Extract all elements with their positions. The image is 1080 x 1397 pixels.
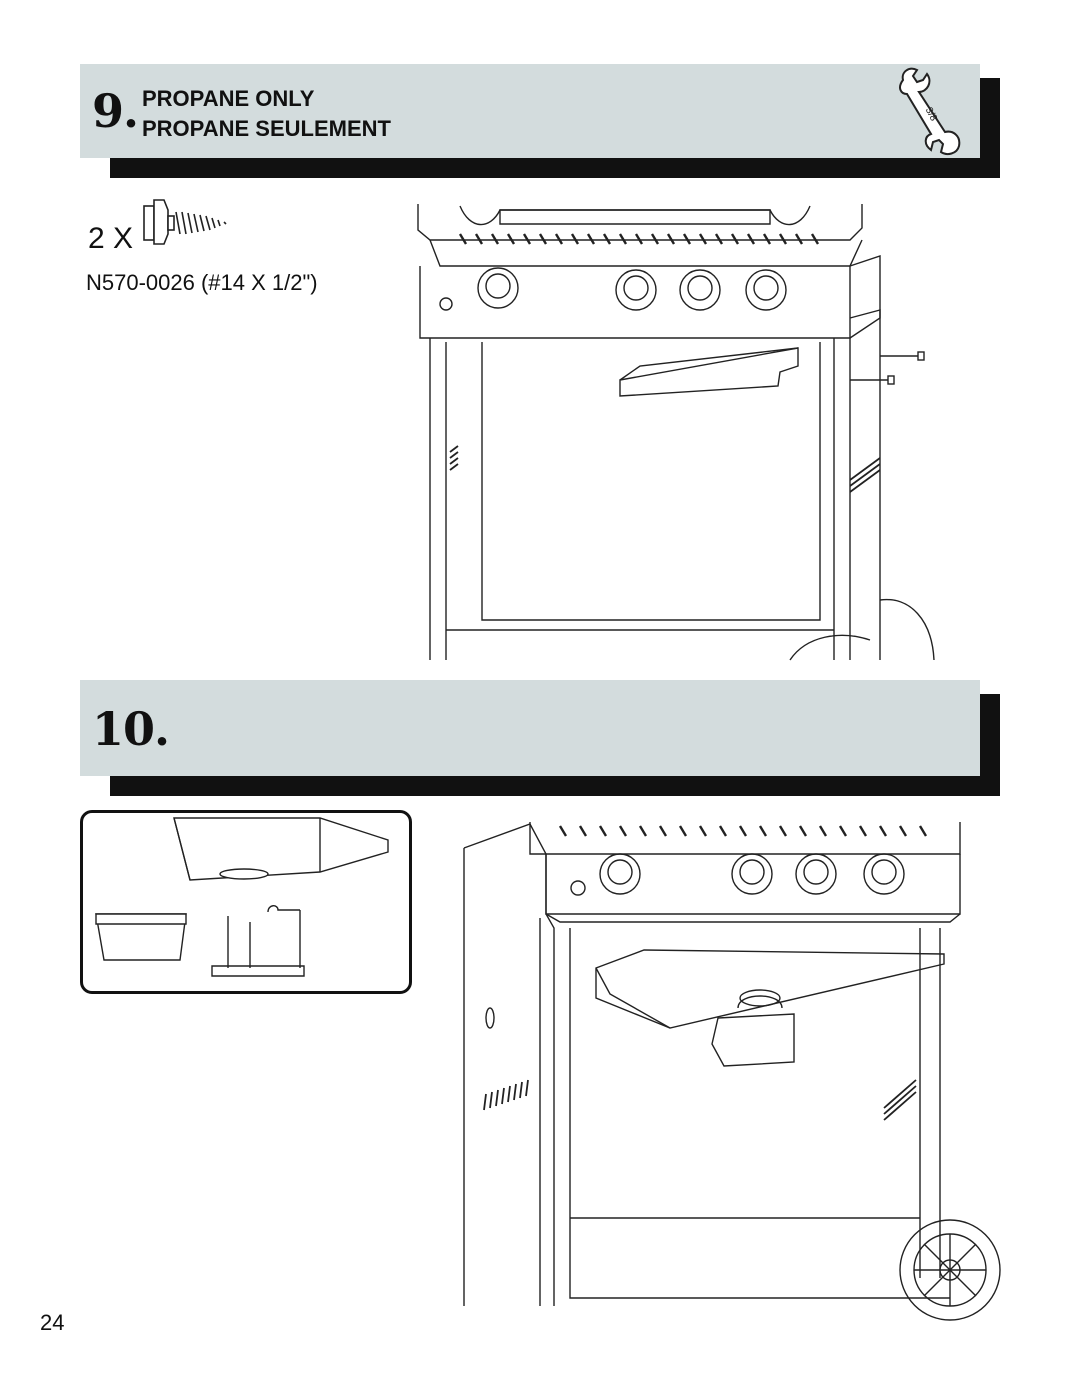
step9-title-en: PROPANE ONLY bbox=[142, 86, 315, 111]
grease-tray-parts-illustration bbox=[95, 817, 389, 977]
step10-banner bbox=[80, 680, 980, 776]
screw-icon bbox=[143, 199, 227, 245]
step9-part-label: N570-0026 (#14 X 1/2") bbox=[86, 270, 318, 295]
wrench-icon: 3/8 bbox=[899, 67, 961, 155]
page-number: 24 bbox=[40, 1310, 65, 1335]
step9-quantity: 2 X bbox=[88, 222, 134, 255]
step9-banner bbox=[80, 64, 980, 158]
step10-number: 10. bbox=[92, 702, 170, 756]
grill-illustration-step10 bbox=[463, 822, 1001, 1321]
grill-illustration-step9 bbox=[417, 204, 935, 661]
step9-title-fr: PROPANE SEULEMENT bbox=[142, 116, 391, 141]
step9-number: 9. bbox=[92, 84, 139, 138]
